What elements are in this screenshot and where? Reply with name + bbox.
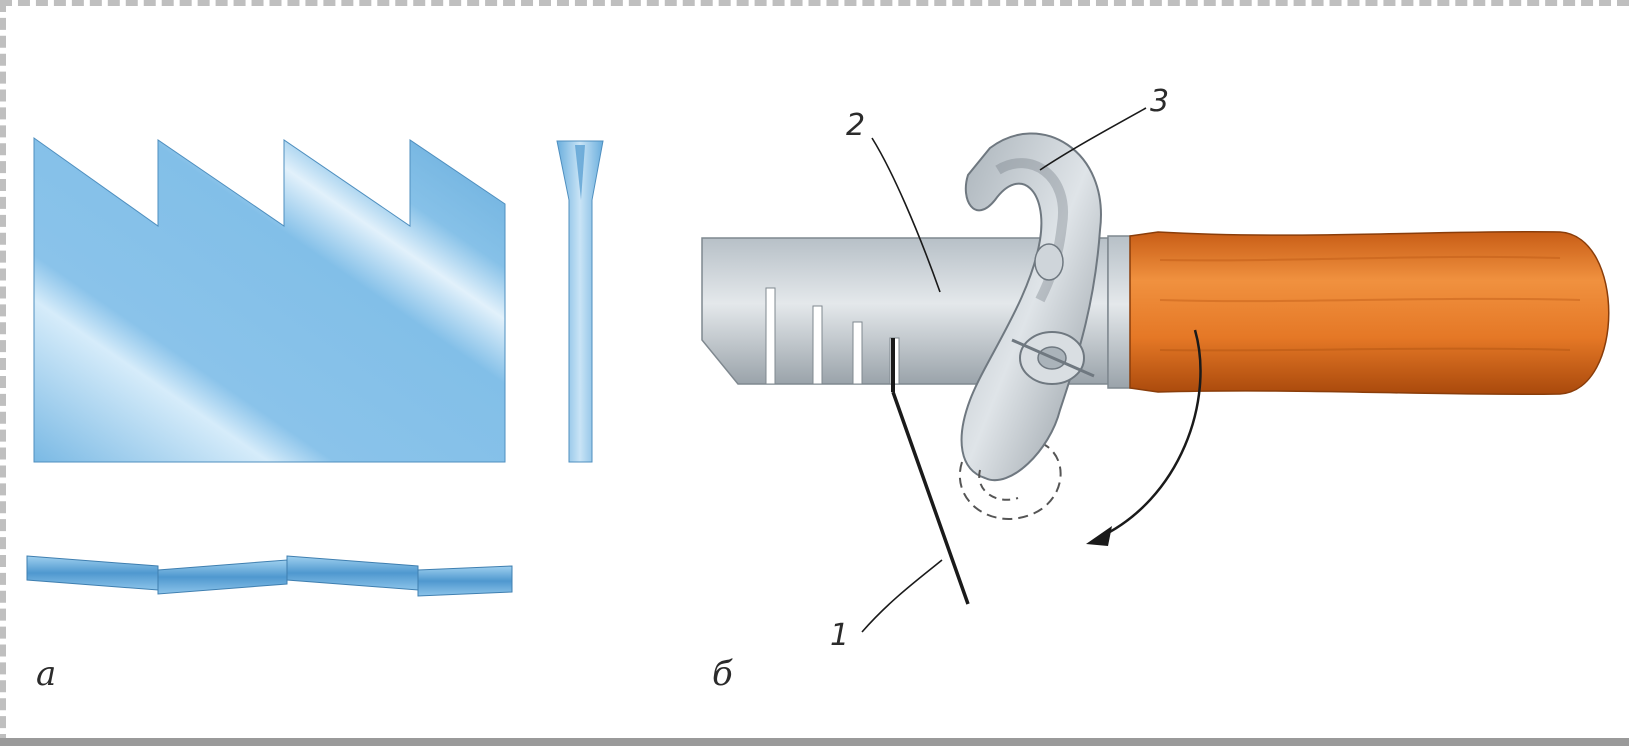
caption-part-b: б bbox=[712, 654, 733, 694]
callout-1: 1 bbox=[830, 618, 849, 653]
wooden-handle bbox=[1130, 232, 1609, 395]
saw-blade-side-view bbox=[34, 138, 505, 462]
callout-3: 3 bbox=[1150, 84, 1169, 119]
saw-teeth-top-view bbox=[27, 556, 512, 596]
saw-blade-edge-view bbox=[557, 141, 603, 462]
caption-part-a: а bbox=[36, 654, 56, 694]
callout-2: 2 bbox=[846, 108, 865, 143]
